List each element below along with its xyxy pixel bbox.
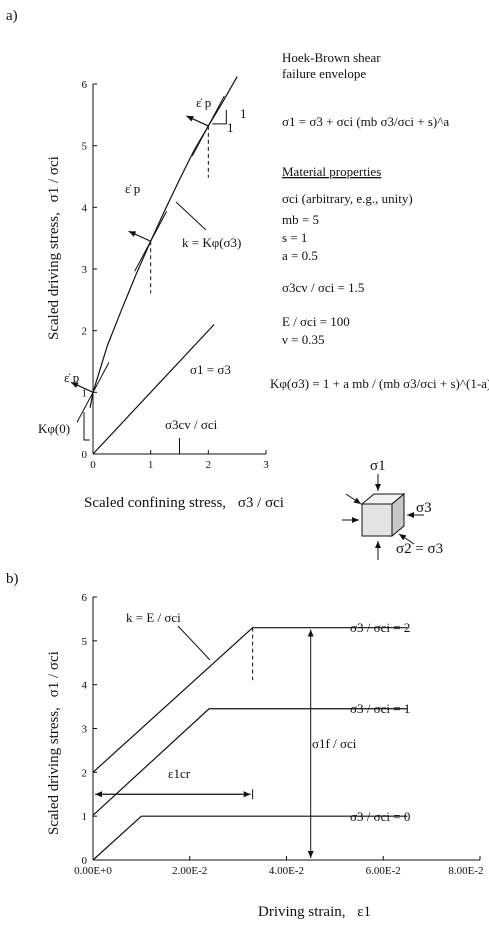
arrow-icon [398,533,415,545]
chart-b-ytick-label: 1 [82,811,88,823]
chart-b-ylabel-sym: σ1 / σci [46,651,62,697]
chart-a-xtick-label: 3 [263,459,269,471]
chart-b-ytick-label: 6 [82,592,88,604]
chart-a-xtick-label: 2 [206,459,212,471]
eps-p-label-1: ε̇ p [196,95,211,110]
chart-b-ytick-label: 0 [82,855,88,867]
chart-a-ylabel: Scaled driving stress, σ1 / σci [46,156,62,340]
eps-p-label-2: ε̇ p [125,181,140,196]
series-label-0: σ3 / σci = 0 [350,809,410,824]
stress-cube-icon [342,474,424,560]
line-label: σ1 = σ3 [190,362,231,377]
ecr-label: ε1cr [168,766,191,781]
chart-b-axes: 0 1 2 3 4 5 6 0.00E+0 2.00E-2 4.00E-2 6.00E-2 8.00E… [74,592,483,877]
chart-a-xtick-label: 0 [90,459,96,471]
cv-label: σ3cv / σci [165,417,218,432]
envelope-title-1: Hoek-Brown shear [282,50,381,65]
chart-a-ytick-label: 1 [82,387,88,399]
k-equation: Kφ(σ3) = 1 + a mb / (mb σ3/σci + s)^(1-a… [270,376,489,391]
slope-one-horizontal: 1 [227,120,234,135]
chart-b-ytick-label: 2 [82,767,88,779]
k-label: k = Kφ(σ3) [182,235,241,250]
panel-b-label: b) [6,571,19,587]
chart-a-xlabel: Scaled confining stress, σ3 / σci [84,495,284,511]
k-leader-b [177,625,211,661]
chart-a-series-1 [92,324,215,455]
eps-p-label-3: ε̇ p [64,370,79,385]
prop-sci: σci (arbitrary, e.g., unity) [282,191,413,206]
k-label-b: k = E / σci [126,610,181,625]
chart-a-ytick-label: 4 [82,202,88,214]
prop-E: E / σci = 100 [282,314,350,329]
envelope-equation: σ1 = σ3 + σci (mb σ3/σci + s)^a [282,114,449,129]
chart-b-ytick-label: 3 [82,724,88,736]
k0-label: Kφ(0) [38,421,70,436]
slope-one-vertical: 1 [240,106,247,121]
chart-a-ytick-label: 0 [82,449,88,461]
chart-b-xlabel: Driving strain, ε1 [258,904,371,920]
arrow-icon [345,493,362,505]
chart-b-xtick-label: 0.00E+0 [74,865,112,877]
chart-b-xtick-label: 8.00E-2 [448,865,483,877]
prop-nu: ν = 0.35 [282,332,324,347]
chart-a-ytick-label: 3 [82,264,88,276]
chart-a-axes: 0 1 2 3 4 5 6 0 1 2 3 [82,79,270,471]
props-title: Material properties [282,164,381,179]
cube-label-s1: σ1 [370,458,386,474]
chart-b-xtick-label: 2.00E-2 [172,865,207,877]
panel-a-label: a) [6,8,18,24]
series-label-1: σ3 / σci = 1 [350,701,410,716]
chart-b-xtick-label: 4.00E-2 [269,865,304,877]
chart-b-series-2 [92,815,408,861]
prop-cv: σ3cv / σci = 1.5 [282,280,364,295]
chart-b-ylabel: Scaled driving stress, σ1 / σci [46,651,62,835]
chart-b-marks [92,625,408,861]
chart-a-xlabel-sym: σ3 / σci [238,495,284,511]
chart-b-xlabel-sym: ε1 [357,904,371,920]
chart-b-ytick-label: 4 [82,680,88,692]
cube-label-s3: σ3 [416,500,432,516]
chart-b-series-0 [92,627,408,773]
chart-a-ytick-label: 5 [82,141,88,153]
flow-arrow-icon [70,381,94,393]
flow-arrow-icon [128,230,151,242]
chart-a-ylabel-main: Scaled driving stress, [46,212,62,340]
chart-b-xtick-label: 6.00E-2 [366,865,401,877]
sf-label: σ1f / σci [312,736,357,751]
chart-a-xlabel-main: Scaled confining stress, [84,495,226,511]
cube-front [361,503,393,537]
envelope-title-2: failure envelope [282,66,366,81]
cube-label-s2: σ2 = σ3 [396,541,443,557]
chart-a-ytick-label: 6 [82,79,88,91]
series-label-2: σ3 / σci = 2 [350,620,410,635]
chart-a-xtick-label: 1 [148,459,154,471]
chart-a-ylabel-sym: σ1 / σci [46,156,62,202]
chart-a-ytick-label: 2 [82,326,88,338]
prop-mb: mb = 5 [282,212,319,227]
chart-b-ylabel-main: Scaled driving stress, [46,707,62,835]
chart-b-xlabel-main: Driving strain, [258,904,346,920]
k-leader [175,201,207,231]
chart-a-marks [70,76,238,455]
prop-s: s = 1 [282,230,307,245]
cube-side [391,492,405,538]
chart-b-series-1 [92,708,408,816]
prop-a: a = 0.5 [282,248,318,263]
k0-bracket [83,412,90,441]
slope-triangle [212,109,227,125]
chart-b-ytick-label: 5 [82,636,88,648]
flow-arrow-icon [186,115,209,127]
